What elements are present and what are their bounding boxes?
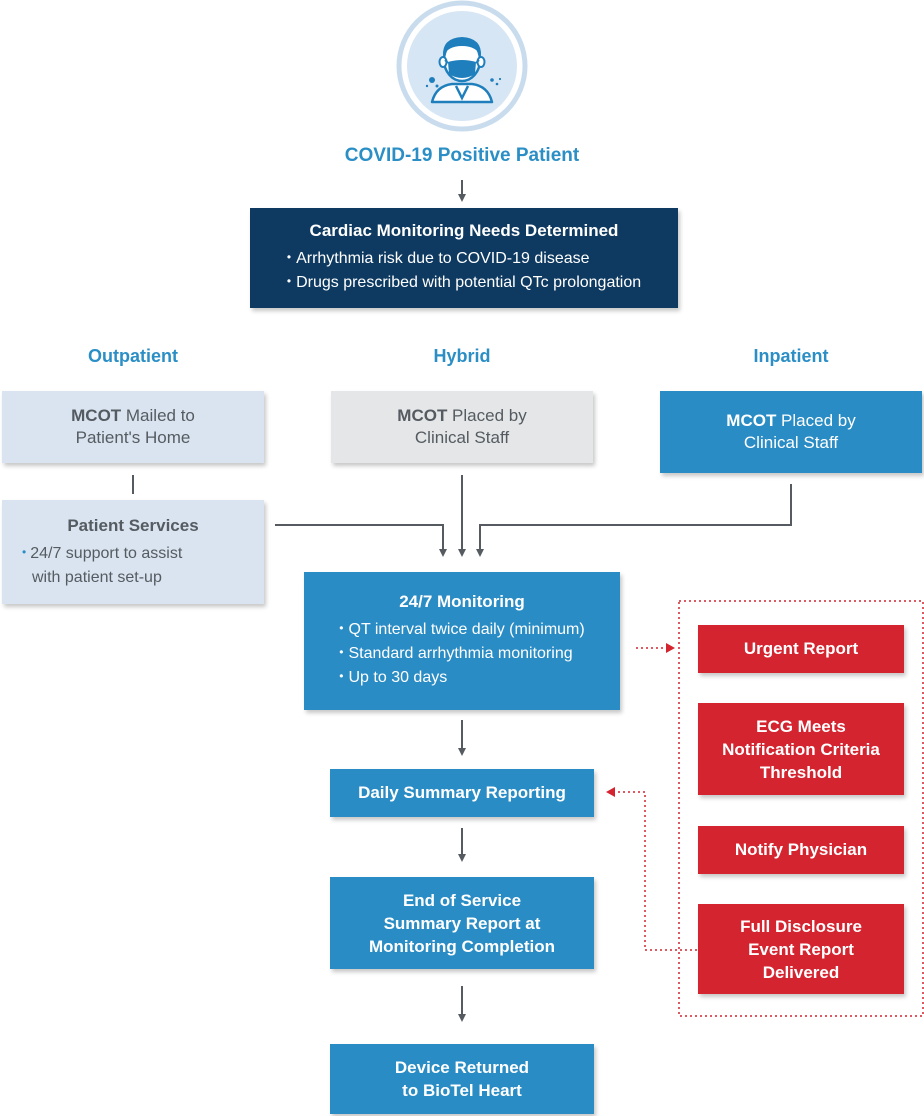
outpatient-mcot-box: MCOT Mailed to Patient's Home — [2, 391, 264, 463]
monitoring-box: 24/7 Monitoring QT interval twice daily … — [304, 572, 620, 710]
inpatient-mcot-line1: MCOT Placed by — [726, 411, 856, 430]
cardiac-title: Cardiac Monitoring Needs Determined — [309, 221, 619, 240]
urgent-report-box: Urgent Report — [698, 625, 904, 673]
column-heading-hybrid: Hybrid — [433, 346, 491, 366]
notify-physician-box: Notify Physician — [698, 826, 904, 874]
hybrid-mcot-line1: MCOT Placed by — [397, 406, 527, 425]
column-heading-inpatient: Inpatient — [753, 346, 829, 366]
ecg-criteria-box: ECG Meets Notification Criteria Threshol… — [698, 703, 904, 795]
cardiac-bullets: Arrhythmia risk due to COVID-19 disease … — [287, 247, 641, 295]
device-returned-box: Device Returned to BioTel Heart — [330, 1044, 594, 1114]
cardiac-bullet: Arrhythmia risk due to COVID-19 disease — [287, 247, 641, 271]
monitoring-bullets: QT interval twice daily (minimum) Standa… — [339, 618, 585, 690]
monitoring-bullet: Standard arrhythmia monitoring — [339, 642, 584, 666]
monitoring-bullet: Up to 30 days — [339, 666, 584, 690]
arrow-services-to-monitoring — [275, 524, 447, 557]
patient-title: COVID-19 Positive Patient — [344, 145, 580, 166]
patient-services-bullet: •24/7 support to assist with patient set… — [22, 544, 183, 586]
outpatient-mcot-line1: MCOT Mailed to — [71, 406, 195, 425]
alerts-frame — [678, 600, 924, 1017]
hybrid-mcot-line2: Clinical Staff — [414, 428, 510, 447]
masked-patient-icon — [396, 0, 528, 132]
outpatient-mcot-line2: Patient's Home — [75, 428, 191, 447]
patient-services-title: Patient Services — [67, 515, 199, 535]
end-of-service-box: End of Service Summary Report at Monitor… — [330, 877, 594, 969]
cardiac-bullet: Drugs prescribed with potential QTc prol… — [287, 271, 641, 295]
dotted-arrow-disclosure-to-daily — [606, 787, 697, 951]
daily-summary-box: Daily Summary Reporting — [330, 769, 594, 817]
patient-services-box: Patient Services •24/7 support to assist… — [2, 500, 264, 604]
inpatient-mcot-box: MCOT Placed by Clinical Staff — [660, 391, 922, 473]
cardiac-monitoring-box: Cardiac Monitoring Needs Determined Arrh… — [250, 208, 678, 308]
full-disclosure-box: Full Disclosure Event Report Delivered — [698, 904, 904, 994]
bullet-dot: • — [22, 544, 27, 559]
inpatient-mcot-line2: Clinical Staff — [743, 433, 839, 452]
hybrid-mcot-box: MCOT Placed by Clinical Staff — [331, 391, 593, 463]
column-heading-outpatient: Outpatient — [88, 346, 178, 366]
monitoring-bullet: QT interval twice daily (minimum) — [339, 618, 585, 642]
arrow-inpatient-to-monitoring — [476, 484, 792, 557]
monitoring-title: 24/7 Monitoring — [399, 592, 525, 611]
